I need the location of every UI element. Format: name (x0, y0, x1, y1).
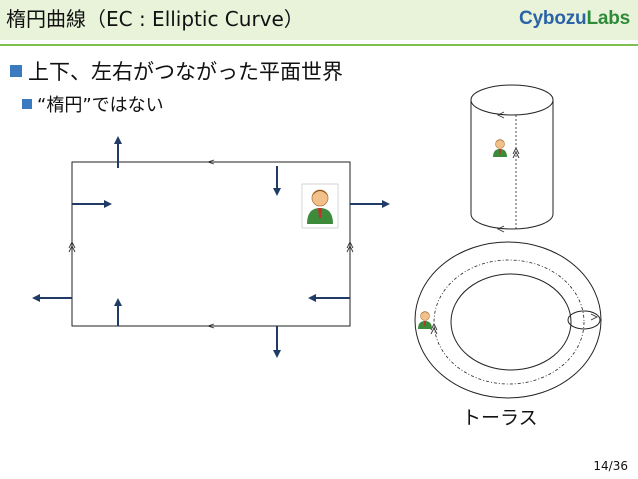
left-edge-chevron (68, 240, 76, 253)
bullet-1-text: 上下、左右がつながった平面世界 (28, 60, 343, 84)
person-icon (492, 139, 508, 158)
torus-inner (450, 273, 572, 371)
torus-outer (414, 241, 602, 399)
cylinder-top (470, 84, 554, 116)
bullet-1: 上下、左右がつながった平面世界 (10, 58, 343, 86)
right-edge-chevron (346, 240, 354, 253)
cybozu-labs-logo: CybozuLabs (519, 8, 630, 32)
cylinder-top-chevron (496, 111, 505, 119)
torus-label: トーラス (462, 407, 538, 429)
square-bullet-icon (22, 99, 32, 109)
torus-section-chevron (590, 313, 599, 321)
header-divider (0, 44, 638, 46)
torus-path-dashed (433, 259, 585, 385)
plane-rectangle (71, 161, 351, 327)
person-icon (417, 311, 433, 330)
top-edge-chevron (206, 159, 215, 165)
logo-main-text: Cybozu (519, 8, 587, 29)
header-bar (0, 0, 638, 40)
bullet-2: “楕円”ではない (22, 94, 164, 118)
person-icon (301, 183, 339, 229)
bottom-edge-chevron (206, 323, 215, 329)
logo-sub-text: Labs (586, 8, 630, 29)
page-number: 14/36 (593, 459, 628, 473)
torus-cross-section (567, 310, 601, 330)
slide-title: 楕円曲線（EC : Elliptic Curve） (6, 7, 304, 31)
cylinder-bottom-chevron (496, 225, 505, 233)
cylinder-seam-chevron (512, 146, 520, 159)
cylinder-bottom (470, 213, 554, 230)
torus-path-chevron (430, 322, 438, 335)
square-bullet-icon (10, 65, 22, 77)
bullet-2-text: “楕円”ではない (37, 95, 164, 116)
